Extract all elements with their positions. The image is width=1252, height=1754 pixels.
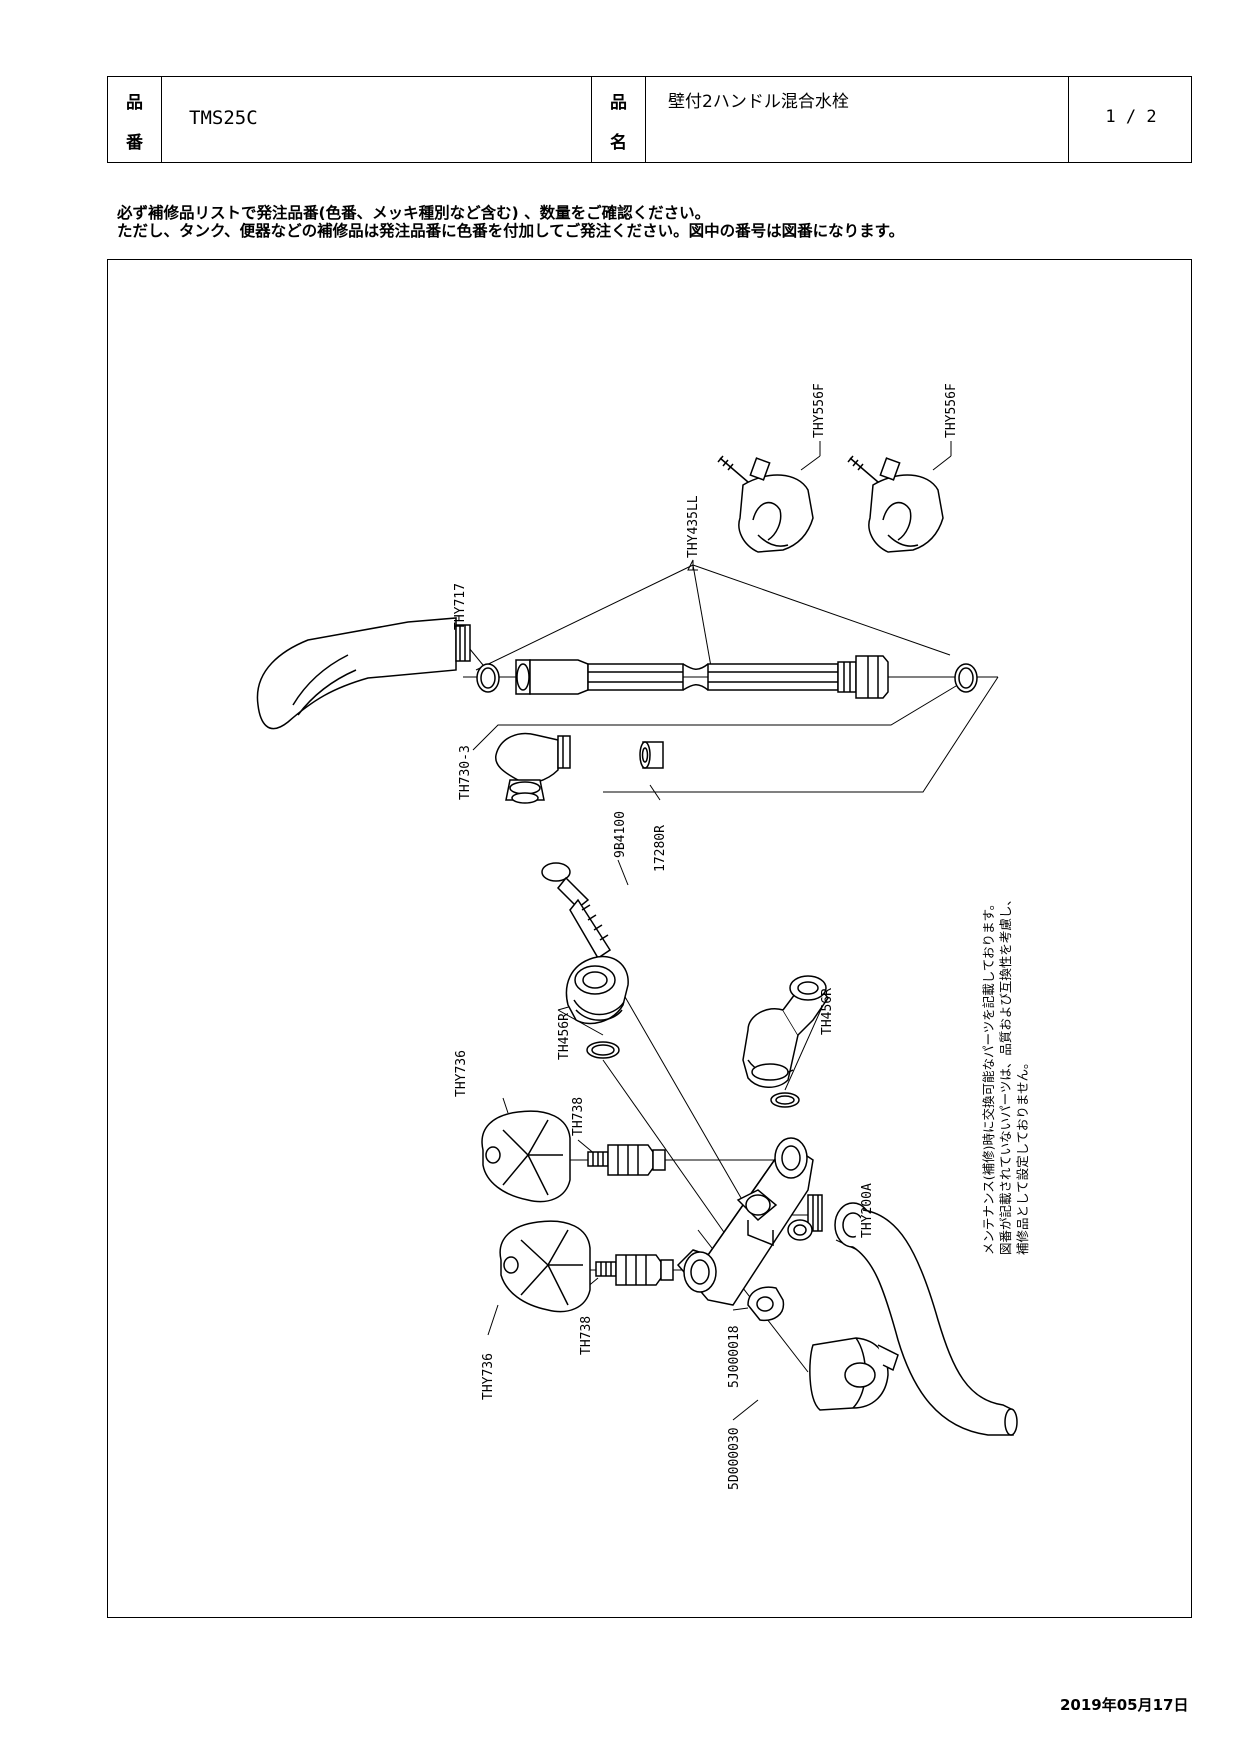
label-thy736-lower: THY736 (481, 1353, 496, 1400)
label-thy736-upper: THY736 (454, 1050, 469, 1097)
hinban-label-cell: 品 番 (108, 77, 162, 162)
th738-cartridge-upper (587, 1144, 666, 1176)
label-thy200a: THY200A (860, 1183, 875, 1238)
th730-3-elbow (495, 732, 571, 804)
hinban-label-1: 品 (126, 93, 143, 113)
th456r-right (742, 975, 829, 1088)
instruction-notes: 必ず補修品リストで発注品番(色番、メッキ種別など含む) 、数量をご確認ください。… (117, 204, 904, 240)
label-th456r-left: TH456R (557, 1013, 572, 1060)
label-thy717: THY717 (453, 583, 468, 630)
th738-cartridge-lower (595, 1254, 674, 1286)
label-th730-3: TH730-3 (458, 745, 473, 800)
label-5j000018: 5J000018 (727, 1325, 742, 1388)
5d000030-cap (809, 1337, 899, 1411)
page-number-cell: 1 / 2 (1069, 77, 1193, 162)
product-code-cell: TMS25C (162, 77, 592, 162)
instruction-line-2: ただし、タンク、便器などの補修品は発注品番に色番を付加してご発注ください。図中の… (117, 222, 905, 240)
product-name: 壁付2ハンドル混合水栓 (668, 92, 849, 112)
label-thy556f-b: THY556F (944, 383, 959, 438)
title-block: 品 番 TMS25C 品 名 壁付2ハンドル混合水栓 1 / 2 (107, 76, 1192, 163)
issue-date: 2019年05月17日 (1060, 1696, 1189, 1714)
hinmei-label-1: 品 (610, 93, 627, 113)
17280r-bushing (639, 741, 664, 769)
exploded-parts-diagram: THY556F THY556F THY435LL THY717 TH730-3 … (107, 259, 1192, 1618)
thy556f-bracket-b (847, 455, 944, 553)
label-th456r-right: TH456R (820, 988, 835, 1035)
thy736-handle-lower (499, 1220, 591, 1313)
5j000018-nut (747, 1286, 785, 1322)
thy736-handle-upper (481, 1110, 571, 1203)
thy435ll-pipe (515, 655, 889, 699)
hinmei-label-2: 名 (610, 133, 627, 153)
instruction-line-1: 必ず補修品リストで発注品番(色番、メッキ種別など含む) 、数量をご確認ください。 (117, 204, 711, 222)
product-code: TMS25C (189, 107, 258, 129)
label-17280r: 17280R (653, 825, 668, 872)
thy556f-bracket-a (717, 455, 814, 553)
label-thy556f-a: THY556F (812, 383, 827, 438)
product-name-cell: 壁付2ハンドル混合水栓 (646, 77, 1069, 162)
9b4100-stem (541, 862, 612, 960)
maintenance-note: メンテナンス(補修)時に交換可能なパーツを記載しております。 図番が記載されてい… (981, 893, 1030, 1255)
label-5d000030: 5D000030 (727, 1427, 742, 1490)
part-drawings (256, 455, 1018, 1436)
label-th738-upper: TH738 (571, 1097, 586, 1136)
page-number: 1 / 2 (1105, 107, 1157, 127)
label-thy435ll: THY435LL (686, 495, 701, 558)
thy200a-spout (834, 1202, 1018, 1436)
maintenance-note-line-2: 図番が記載されていないパーツは、品質および互換性を考慮し、 (998, 893, 1013, 1255)
maintenance-note-line-3: 補修品として設定しておりません。 (1015, 1056, 1030, 1255)
maintenance-note-line-1: メンテナンス(補修)時に交換可能なパーツを記載しております。 (981, 898, 996, 1255)
hinban-label-2: 番 (126, 133, 143, 153)
th456r-left (565, 955, 629, 1025)
diagram-svg: THY556F THY556F THY435LL THY717 TH730-3 … (256, 383, 1030, 1490)
part-labels: THY556F THY556F THY435LL THY717 TH730-3 … (453, 383, 959, 1490)
label-9b4100: 9B4100 (613, 811, 628, 858)
label-th738-lower: TH738 (579, 1316, 594, 1355)
hinmei-label-cell: 品 名 (592, 77, 646, 162)
thy717-spout (256, 617, 471, 730)
mixing-body (676, 1137, 823, 1306)
